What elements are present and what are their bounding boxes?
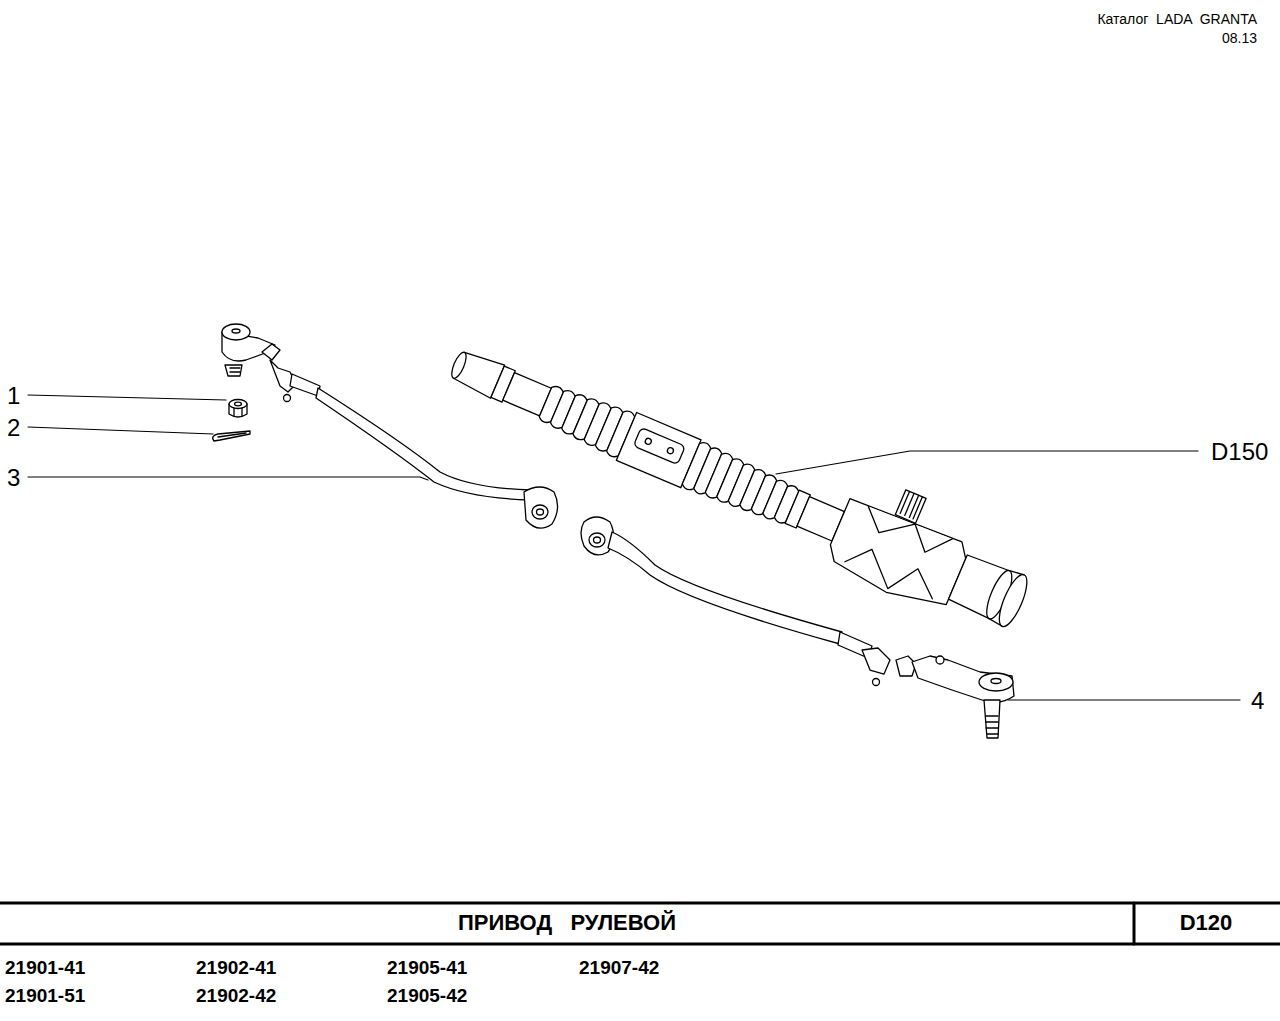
sleeve: [290, 374, 320, 396]
callout-number: 1: [6, 384, 21, 408]
tie-rod: [608, 532, 842, 644]
frame-line: [1133, 903, 1136, 944]
ball-joint-cap: [232, 329, 240, 333]
sheet-code: D120: [1179, 912, 1234, 934]
model-code: 21902-41: [195, 958, 277, 977]
grease-plug: [936, 656, 944, 664]
rack-end-cap: [988, 569, 1024, 626]
rod-eye-hole: [537, 509, 544, 515]
model-code: 21902-42: [195, 986, 277, 1005]
left-tie-rod: [222, 324, 558, 528]
castle-nut: [235, 402, 242, 406]
ball-stud: [984, 700, 1000, 738]
catalog-header: 08.13: [1221, 31, 1258, 45]
callout-number: D150: [1210, 440, 1269, 464]
castle-nut-slot: [233, 408, 234, 416]
pinion-spline: [913, 497, 922, 519]
castle-nut: [229, 400, 247, 409]
rod-eye-bushing: [589, 533, 605, 547]
frame-line: [0, 943, 1280, 946]
sheet-title: ПРИВОД РУЛЕВОЙ: [457, 912, 677, 934]
clamp-bolt: [873, 679, 880, 686]
title-block: [0, 903, 1280, 944]
tie-rod-end-body: [912, 656, 1014, 702]
leader-line: [776, 451, 1198, 474]
rod-eye: [524, 487, 558, 528]
callout-number: 4: [1250, 689, 1265, 713]
pinion-spline: [905, 493, 914, 515]
model-code: 21905-42: [386, 986, 468, 1005]
stud-thread: [986, 715, 998, 716]
stud-thread: [230, 367, 240, 368]
stud-thread: [986, 727, 998, 728]
ball-joint-cap: [222, 324, 250, 340]
housing-ribs: [842, 541, 941, 606]
rod-eye-hole: [594, 537, 601, 543]
cotter-pin: [218, 433, 246, 437]
nut: [262, 344, 280, 360]
rod-eye-bushing: [532, 505, 548, 519]
rack-end-cap: [449, 350, 469, 380]
pinion-shaft: [895, 490, 926, 523]
rod-eye: [581, 517, 614, 555]
clamp-bolt: [284, 395, 291, 402]
ball-joint-cap: [979, 673, 1013, 691]
cotter-pin: [213, 431, 250, 441]
clamp: [862, 648, 890, 674]
frame-line: [0, 902, 1280, 905]
bracket-hole: [666, 447, 674, 455]
stud-thread: [987, 733, 998, 734]
stud-thread: [986, 721, 998, 722]
bracket-hole: [644, 437, 652, 445]
model-code: 21907-42: [578, 958, 660, 977]
ball-joint-cap: [991, 679, 1001, 684]
castle-nut-slot: [241, 408, 242, 416]
tie-rod: [316, 388, 530, 500]
mounting-bracket: [633, 427, 685, 464]
rack-boot: [681, 441, 802, 530]
pinion-spline: [900, 491, 909, 513]
leader-line: [28, 427, 213, 434]
model-code: 21901-41: [4, 958, 86, 977]
steering-rack: [438, 308, 1045, 643]
leader-line: [28, 477, 428, 480]
rack-end-cap: [994, 571, 1032, 630]
leader-line: [1008, 699, 1240, 700]
catalog-header: Каталог LADA GRANTA: [1096, 12, 1258, 26]
leader-line: [28, 395, 226, 400]
stud-thread: [230, 371, 240, 372]
rack-boot: [536, 380, 636, 459]
callout-number: 2: [6, 416, 21, 440]
cotter-pin: [213, 431, 250, 441]
callout-number: 3: [6, 466, 21, 490]
model-code: 21901-51: [4, 986, 86, 1005]
castle-nut: [229, 400, 247, 418]
ball-stud: [225, 365, 242, 376]
model-code: 21905-41: [386, 958, 468, 977]
pinion-spline: [909, 495, 918, 517]
leader-lines: [28, 395, 1240, 700]
